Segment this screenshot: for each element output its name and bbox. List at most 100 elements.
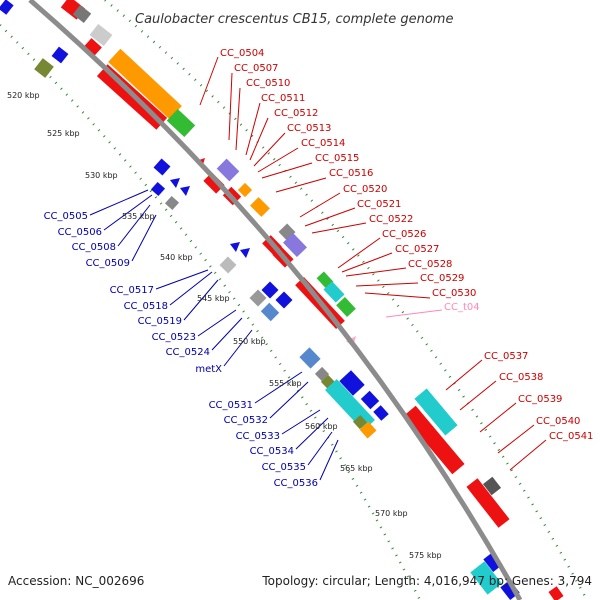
- gene-label[interactable]: CC_0513: [287, 123, 331, 134]
- gene-feature[interactable]: [260, 302, 280, 322]
- gene-label[interactable]: CC_0527: [395, 244, 439, 255]
- scale-label: 565 kbp: [340, 464, 373, 473]
- inner-tick-track: [0, 24, 422, 600]
- scale-label: 530 kbp: [85, 171, 118, 180]
- gene-feature[interactable]: [89, 23, 113, 47]
- gene-feature[interactable]: [373, 405, 389, 421]
- gene-feature[interactable]: [108, 48, 182, 120]
- scale-label: 535 kbp: [122, 212, 155, 221]
- genome-backbone: [28, 0, 523, 600]
- gene-arrow[interactable]: [170, 178, 180, 188]
- gene-label[interactable]: CC_0537: [484, 351, 528, 362]
- gene-label[interactable]: CC_0517: [110, 285, 154, 296]
- gene-feature[interactable]: [203, 172, 225, 194]
- gene-feature[interactable]: [360, 390, 380, 410]
- gene-label[interactable]: CC_0530: [432, 288, 476, 299]
- gene-label[interactable]: CC_0526: [382, 229, 426, 240]
- gene-label[interactable]: CC_0539: [518, 394, 562, 405]
- scale-label: 550 kbp: [233, 337, 266, 346]
- scale-label: 545 kbp: [197, 294, 230, 303]
- gene-feature[interactable]: [336, 297, 356, 317]
- gene-label[interactable]: CC_0536: [274, 478, 318, 489]
- gene-label[interactable]: CC_0510: [246, 78, 290, 89]
- gene-label[interactable]: CC_0541: [549, 431, 593, 442]
- forward-gene-labels: CC_0504 CC_0507 CC_0510 CC_0511 CC_0512 …: [220, 48, 593, 442]
- gene-label[interactable]: CC_0511: [261, 93, 305, 104]
- gene-label[interactable]: CC_0507: [234, 63, 278, 74]
- gene-arrow[interactable]: [230, 242, 240, 252]
- gene-feature[interactable]: [216, 158, 240, 182]
- gene-arrow[interactable]: [240, 248, 250, 258]
- gene-feature[interactable]: [548, 586, 564, 600]
- gene-label[interactable]: CC_0533: [236, 431, 280, 442]
- gene-feature[interactable]: [403, 405, 465, 475]
- gene-feature[interactable]: [250, 197, 270, 217]
- gene-label[interactable]: CC_0532: [224, 415, 268, 426]
- rna-label[interactable]: CC_t04: [444, 302, 480, 313]
- gene-label[interactable]: CC_0514: [301, 138, 345, 149]
- gene-feature[interactable]: [414, 388, 458, 436]
- scale-label: 555 kbp: [269, 379, 302, 388]
- gene-feature[interactable]: [166, 108, 196, 138]
- genome-summary-text: Topology: circular; Length: 4,016,947 bp…: [262, 574, 592, 588]
- gene-feature[interactable]: [283, 232, 307, 258]
- gene-arrow[interactable]: [180, 186, 190, 196]
- scale-label: 540 kbp: [160, 253, 193, 262]
- gene-feature[interactable]: [275, 291, 293, 309]
- gene-feature[interactable]: [359, 421, 377, 439]
- gene-label[interactable]: CC_0518: [124, 301, 168, 312]
- gene-feature[interactable]: [470, 561, 502, 595]
- scale-labels: 520 kbp 525 kbp 530 kbp 535 kbp 540 kbp …: [7, 91, 442, 560]
- gene-feature[interactable]: [164, 195, 180, 211]
- gene-label[interactable]: CC_0516: [329, 168, 373, 179]
- gene-label[interactable]: CC_0520: [343, 184, 387, 195]
- scale-label: 520 kbp: [7, 91, 40, 100]
- gene-feature[interactable]: [299, 347, 321, 369]
- scale-label: 525 kbp: [47, 129, 80, 138]
- forward-features: [60, 0, 564, 600]
- gene-label[interactable]: CC_0519: [138, 316, 182, 327]
- gene-feature[interactable]: [72, 4, 92, 24]
- gene-label[interactable]: CC_0512: [274, 108, 318, 119]
- gene-label[interactable]: CC_0505: [44, 211, 88, 222]
- scale-label: 575 kbp: [409, 551, 442, 560]
- gene-label[interactable]: CC_0524: [166, 347, 210, 358]
- gene-feature[interactable]: [482, 476, 502, 496]
- gene-label[interactable]: CC_0540: [536, 416, 580, 427]
- gene-label[interactable]: CC_0535: [262, 462, 306, 473]
- gene-label[interactable]: CC_0508: [72, 242, 116, 253]
- gene-feature[interactable]: [51, 46, 69, 64]
- gene-label[interactable]: CC_0509: [86, 258, 130, 269]
- scale-label: 570 kbp: [375, 509, 408, 518]
- gene-label[interactable]: CC_0515: [315, 153, 359, 164]
- gene-label[interactable]: CC_0523: [152, 332, 196, 343]
- gene-label[interactable]: CC_0528: [408, 259, 452, 270]
- gene-label[interactable]: CC_0538: [499, 372, 543, 383]
- gene-feature[interactable]: [0, 0, 14, 15]
- gene-feature[interactable]: [339, 370, 365, 396]
- gene-label[interactable]: CC_0531: [209, 400, 253, 411]
- gene-label[interactable]: CC_0506: [58, 227, 102, 238]
- gene-feature[interactable]: [352, 414, 368, 430]
- map-title: Caulobacter crescentus CB15, complete ge…: [135, 12, 453, 27]
- gene-feature[interactable]: [150, 181, 166, 197]
- reverse-gene-labels: CC_0505 CC_0506 CC_0508 CC_0509 CC_0517 …: [44, 211, 318, 489]
- gene-label[interactable]: CC_0534: [250, 446, 294, 457]
- gene-label[interactable]: metX: [195, 364, 222, 375]
- accession-text: Accession: NC_002696: [8, 574, 145, 588]
- gene-label[interactable]: CC_0504: [220, 48, 264, 59]
- gene-feature[interactable]: [323, 281, 345, 303]
- gene-feature[interactable]: [237, 182, 253, 198]
- gene-label[interactable]: CC_0522: [369, 214, 413, 225]
- gene-feature[interactable]: [219, 256, 237, 274]
- gene-feature[interactable]: [466, 478, 510, 528]
- gene-label[interactable]: CC_0521: [357, 199, 401, 210]
- gene-feature[interactable]: [153, 158, 171, 176]
- gene-feature[interactable]: [483, 552, 503, 572]
- scale-label: 560 kbp: [305, 422, 338, 431]
- gene-label[interactable]: CC_0529: [420, 273, 464, 284]
- gene-feature[interactable]: [34, 58, 54, 78]
- reverse-features: [0, 0, 520, 600]
